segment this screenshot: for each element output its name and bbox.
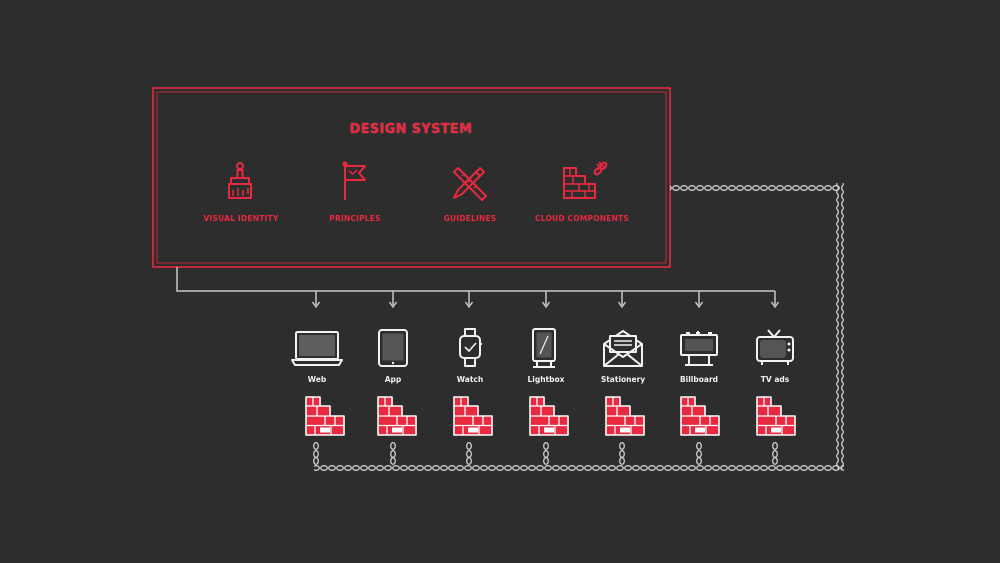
- tv-icon: [756, 329, 794, 365]
- billboard-icon: [680, 331, 718, 366]
- chain-connector: [314, 183, 844, 473]
- flag-icon: [342, 161, 366, 200]
- diagram-title: DESIGN SYSTEM: [349, 122, 473, 137]
- down-arrow-icon: [311, 291, 321, 309]
- distribution-connector: [176, 267, 775, 292]
- component-bricks-icon: [529, 396, 569, 436]
- chain-link: [313, 442, 319, 465]
- down-arrow-icon: [388, 291, 398, 309]
- pillar-label-cloud-components: CLOUD COMPONENTS: [535, 214, 629, 223]
- pillar-label-principles: PRINCIPLES: [329, 214, 381, 223]
- channel-label-app: App: [384, 375, 402, 384]
- chain-link: [466, 442, 472, 465]
- channel-label-stationery: Stationery: [600, 375, 646, 384]
- chain-link: [772, 442, 778, 465]
- down-arrow-icon: [617, 291, 627, 309]
- paint-brush-icon: [228, 162, 252, 199]
- component-bricks-icon: [453, 396, 493, 436]
- pillar-label-visual-identity: VISUAL IDENTITY: [203, 214, 279, 223]
- down-arrow-icon: [770, 291, 780, 309]
- smartwatch-icon: [459, 328, 482, 367]
- down-arrow-icon: [464, 291, 474, 309]
- component-bricks-icon: [680, 396, 720, 436]
- chain-link: [543, 442, 549, 465]
- component-bricks-icon: [305, 396, 345, 436]
- down-arrow-icon: [694, 291, 704, 309]
- channel-label-tv-ads: TV ads: [760, 375, 790, 384]
- channel-label-lightbox: Lightbox: [527, 375, 565, 384]
- lightbox-icon: [532, 328, 556, 368]
- component-bricks-icon: [605, 396, 645, 436]
- design-system-frame: [152, 87, 671, 268]
- tablet-icon: [378, 329, 408, 367]
- chain-link: [390, 442, 396, 465]
- component-bricks-icon: [756, 396, 796, 436]
- component-bricks-row: [305, 396, 796, 436]
- channel-label-billboard: Billboard: [679, 375, 719, 384]
- pillar-label-guidelines: GUIDELINES: [443, 214, 497, 223]
- envelope-icon: [603, 330, 643, 367]
- brick-wall-link-icon: [563, 161, 608, 199]
- channel-label-web: Web: [307, 375, 327, 384]
- channel-label-watch: Watch: [456, 375, 484, 384]
- laptop-icon: [291, 331, 343, 366]
- component-bricks-icon: [377, 396, 417, 436]
- chain-link: [696, 442, 702, 465]
- chain-link: [619, 442, 625, 465]
- down-arrow-icon: [541, 291, 551, 309]
- pencil-ruler-icon: [453, 167, 487, 201]
